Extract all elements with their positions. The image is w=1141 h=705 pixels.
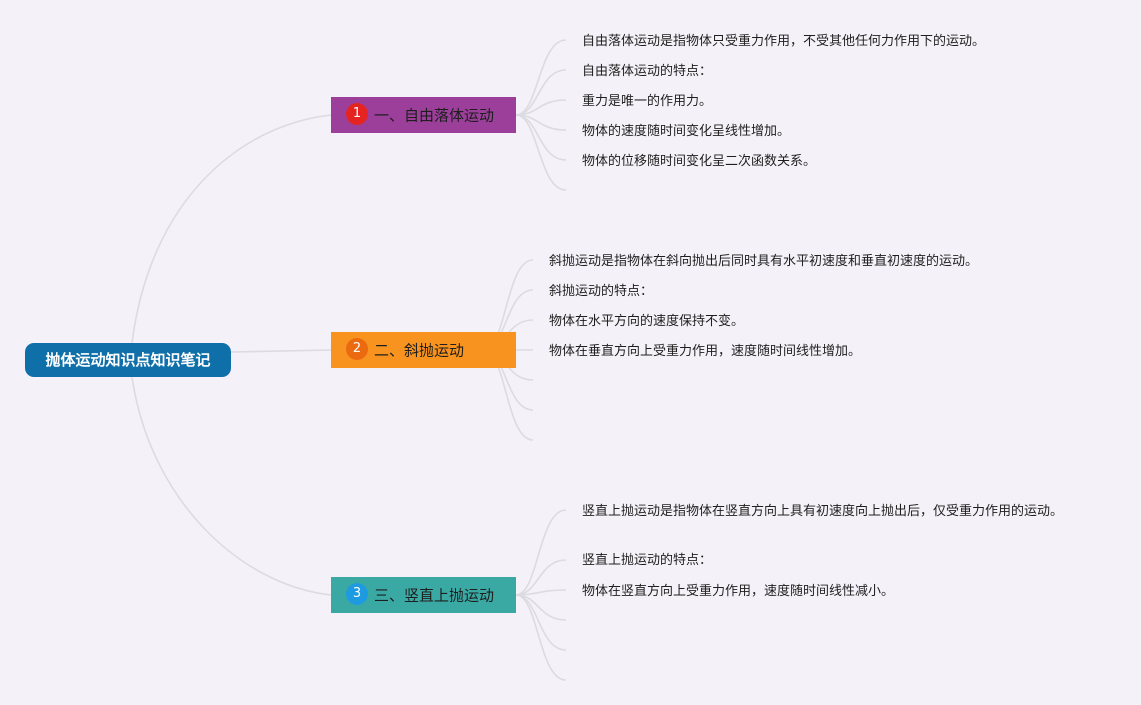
connector-branch-1-leaf-5 [515, 114, 567, 191]
leaf-text: 竖直上抛运动是指物体在竖直方向上具有初速度向上抛出后，仅受重力作用的运动。 [582, 504, 1064, 519]
connector-branch-3-leaf-5 [515, 594, 567, 681]
connector-branch-1-leaf-1 [515, 69, 567, 116]
connector-branch-1-leaf-4 [515, 114, 567, 161]
leaf-text: 自由落体运动是指物体只受重力作用，不受其他任何力作用下的运动。 [582, 34, 986, 49]
connector-root-branch-2 [230, 349, 332, 353]
branch-node-vertical-throw[interactable]: 3 三、竖直上抛运动 [331, 577, 516, 613]
connector-root-branch-3 [131, 376, 332, 596]
leaf-text: 物体在水平方向的速度保持不变。 [549, 314, 745, 329]
branch-label: 一、自由落体运动 [374, 106, 495, 125]
number-badge-icon: 2 [346, 338, 368, 360]
root-label: 抛体运动知识点知识笔记 [45, 351, 211, 369]
leaf-text: 斜抛运动是指物体在斜向抛出后同时具有水平初速度和垂直初速度的运动。 [549, 254, 979, 269]
leaf-text: 物体在竖直方向上受重力作用，速度随时间线性减小。 [582, 584, 895, 599]
number-badge-icon: 3 [346, 583, 368, 605]
connector-branch-3-leaf-0 [515, 509, 567, 596]
leaf-text: 物体的位移随时间变化呈二次函数关系。 [582, 154, 817, 169]
leaf-text: 竖直上抛运动的特点： [582, 553, 713, 568]
leaf-text: 物体的速度随时间变化呈线性增加。 [582, 124, 791, 139]
leaf-text: 重力是唯一的作用力。 [582, 94, 713, 109]
leaf-text: 物体在垂直方向上受重力作用，速度随时间线性增加。 [549, 344, 862, 359]
connector-root-branch-1 [131, 114, 332, 344]
leaf-text: 自由落体运动的特点： [582, 64, 713, 79]
leaf-text: 斜抛运动的特点： [549, 284, 654, 299]
connector-branch-1-leaf-0 [515, 39, 567, 116]
root-node[interactable]: 抛体运动知识点知识笔记 [25, 343, 231, 377]
branch-label: 二、斜抛运动 [374, 341, 465, 360]
branch-node-free-fall[interactable]: 1 一、自由落体运动 [331, 97, 516, 133]
number-badge-icon: 1 [346, 103, 368, 125]
branch-node-oblique-throw[interactable]: 2 二、斜抛运动 [331, 332, 516, 368]
branch-label: 三、竖直上抛运动 [374, 586, 495, 605]
